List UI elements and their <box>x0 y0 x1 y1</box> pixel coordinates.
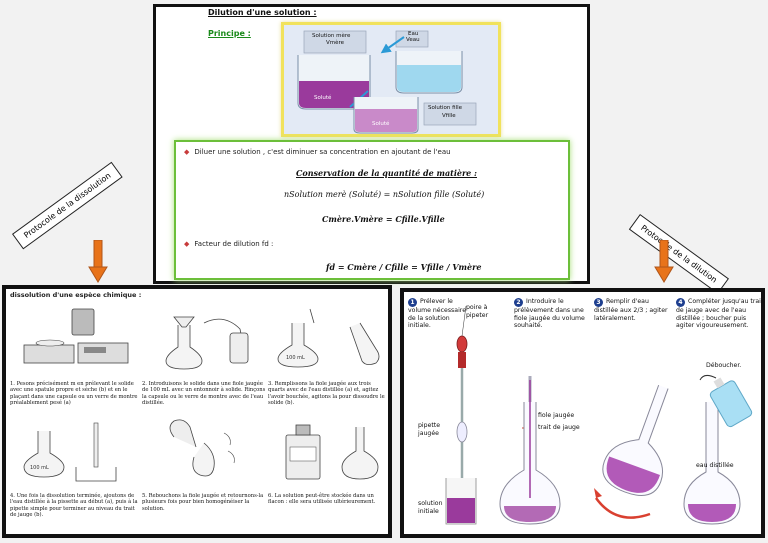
step-1-badge: 1 <box>408 298 417 307</box>
beakers-illustration <box>284 25 498 134</box>
down-arrow-right-icon <box>654 240 674 283</box>
flask-100ml-label-a: 100 mL <box>286 355 305 361</box>
dilution-principle-panel: Dilution d'une solution : Principe : Sol… <box>153 4 590 284</box>
dilution-title: Dilution d'une solution : <box>208 8 317 17</box>
dilution-factor-label: Facteur de dilution fd : <box>184 240 273 248</box>
principe-label: Principe : <box>208 29 251 38</box>
equation-dilution-factor: fd = Cmère / Cfille = Vfille / Vmère <box>326 262 482 272</box>
deboucher-label: Déboucher. <box>706 362 742 369</box>
dissolution-heading: dissolution d'une espèce chimique : <box>10 291 142 299</box>
trait-label: trait de jauge <box>538 424 580 431</box>
flask-100ml-label-b: 100 mL <box>30 465 49 471</box>
dissolution-step-2: 2. Introduisons le solide dans une fiole… <box>142 381 266 407</box>
label-solute-2: Soluté <box>372 121 390 127</box>
solution-initiale-label: solution initiale <box>418 500 443 515</box>
step-4-badge: 4 <box>676 298 685 307</box>
equation-concentration: Cmère.Vmère = Cfille.Vfille <box>322 214 445 224</box>
fiole-label: fiole jaugée <box>538 412 575 419</box>
storage-bottle-illustration <box>285 424 379 480</box>
equation-quantity: nSolution merè (Soluté) = nSolution fill… <box>284 190 485 199</box>
dilution-illustration <box>445 305 753 525</box>
dilution-principle-figure: Solution mère Vmère Eau Veau Solution fi… <box>281 22 501 137</box>
dissolution-step-3: 3. Remplissons la fiole jaugée aux trois… <box>268 381 385 407</box>
label-v-mere: Vmère <box>326 40 345 46</box>
pissette-flask-illustration: 100 mL <box>23 422 117 482</box>
dilution-step-1-text: Prélever le volume nécessaire de la solu… <box>408 298 466 330</box>
dissolution-step-5: 5. Rebouchons la fiole jaugée et retourn… <box>142 493 264 512</box>
dissolution-protocol-panel: dissolution d'une espèce chimique : 100 … <box>2 285 392 538</box>
dissolution-step-1: 1. Pesons précisément m en prélevant le … <box>10 381 138 407</box>
dissolution-protocol-sticker: Protocole de la dissolution <box>12 161 123 250</box>
label-solute-1: Soluté <box>314 95 332 101</box>
dilution-step-3-text: Remplir d'eau distillée aux 2/3 ; agiter… <box>594 298 668 322</box>
label-solution-fille: Solution fille <box>428 105 463 111</box>
eau-distillee-label: eau distillée <box>696 462 734 469</box>
filling-flask-illustration: 100 mL <box>277 308 380 368</box>
dissolution-step-6: 6. La solution peut-être stockée dans un… <box>268 493 376 506</box>
pipette-label: pipette jaugée <box>418 422 441 437</box>
label-eau: Eau <box>408 31 419 37</box>
dilution-protocol-sticker: Protocole de la dilution <box>628 214 729 294</box>
balance-illustration <box>23 308 129 364</box>
dilution-step-4-text: Compléter jusqu'au trait de jauge avec d… <box>676 298 764 330</box>
conservation-title: Conservation de la quantité de matière : <box>296 168 478 178</box>
down-arrow-left-icon <box>88 240 108 283</box>
dissolution-step-4: 4. Une fois la dissolution terminée, ajo… <box>10 493 138 519</box>
shaking-flask-illustration <box>169 419 235 477</box>
step-2-badge: 2 <box>514 298 523 307</box>
step-3-badge: 3 <box>594 298 603 307</box>
funnel-flask-illustration <box>165 316 249 370</box>
poire-label: poire à pipeter <box>466 304 489 319</box>
dilution-definition: Diluer une solution , c'est diminuer sa … <box>184 148 450 156</box>
conservation-box: Diluer une solution , c'est diminuer sa … <box>174 140 570 280</box>
label-solution-mere: Solution mère <box>312 33 351 39</box>
label-v-fille: Vfille <box>442 113 456 119</box>
dilution-step-2-text: Introduire le prélèvement dans une fiole… <box>514 298 585 330</box>
label-v-eau: Veau <box>406 37 420 43</box>
